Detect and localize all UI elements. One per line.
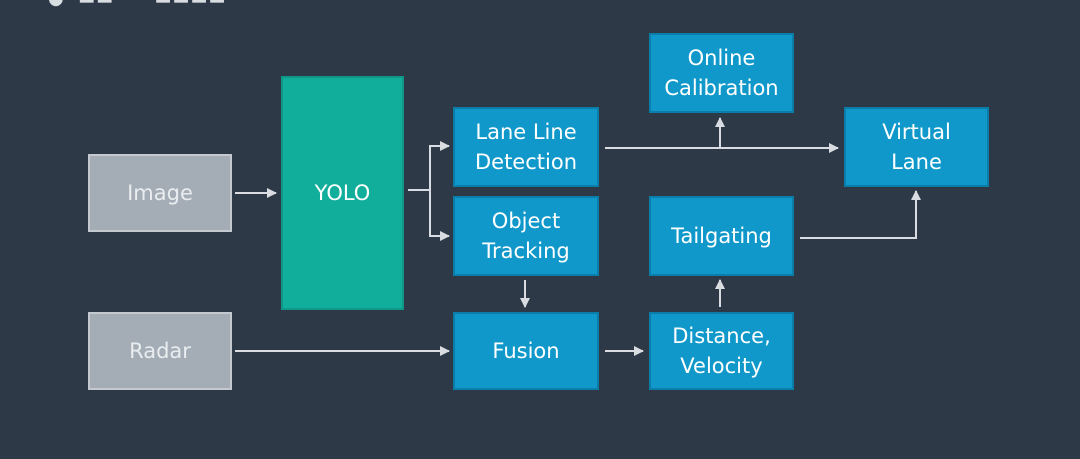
node-online-calibration: Online Calibration <box>649 33 794 113</box>
node-image: Image <box>88 154 232 232</box>
node-object-tracking: Object Tracking <box>453 196 599 276</box>
arrow-yolo-object-tracking <box>429 190 450 241</box>
node-virtual-lane: Virtual Lane <box>844 107 989 187</box>
node-radar: Radar <box>88 312 232 390</box>
node-lane-line-detection: Lane Line Detection <box>453 107 599 187</box>
arrow-tailgating-virtual-lane <box>800 190 921 239</box>
node-distance-velocity: Distance, Velocity <box>649 312 794 390</box>
node-fusion: Fusion <box>453 312 599 390</box>
node-yolo: YOLO <box>281 76 404 310</box>
arrow-yolo-lane-line <box>408 141 450 191</box>
node-tailgating: Tailgating <box>649 196 794 276</box>
cropped-header-fragment: ● ▬▬ ▬▬▬▬ <box>48 0 227 9</box>
